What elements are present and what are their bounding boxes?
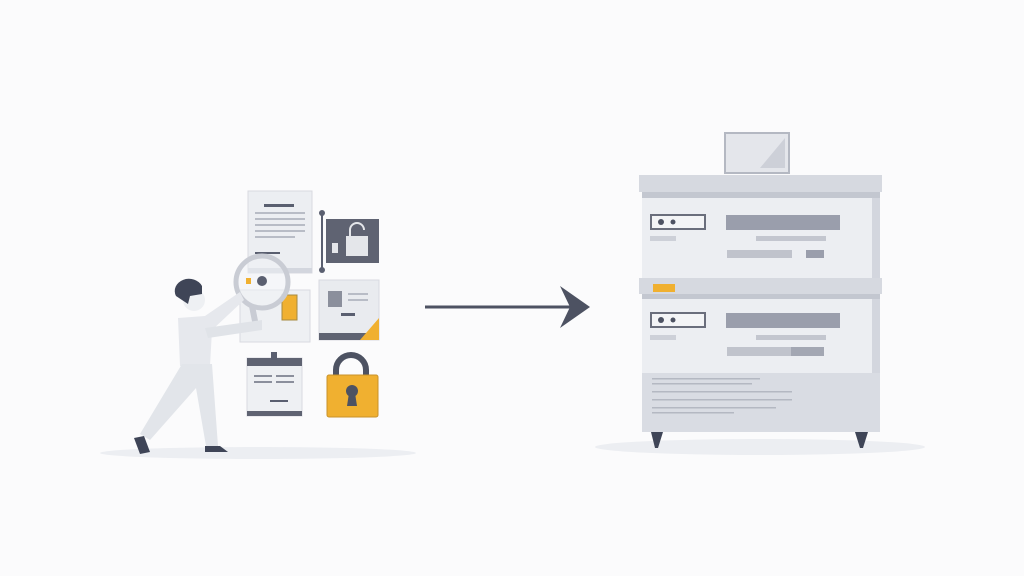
lock-panel-icon: [326, 219, 379, 263]
ground-shadow-right: [595, 439, 925, 455]
padlock-icon: [326, 352, 379, 418]
arrow-right-icon: [425, 286, 590, 328]
top-cap: [639, 175, 882, 192]
person: [134, 278, 262, 454]
magnifier-icon: [233, 253, 291, 327]
leg-right: [855, 432, 868, 448]
id-card-icon: [246, 352, 303, 417]
middle-band: [639, 278, 882, 294]
ground-shadow-left: [100, 447, 416, 459]
server-icon: [639, 132, 882, 448]
info-card: [318, 279, 380, 341]
leg-left: [651, 432, 663, 448]
status-light: [653, 284, 675, 292]
documents-group: [134, 190, 380, 454]
